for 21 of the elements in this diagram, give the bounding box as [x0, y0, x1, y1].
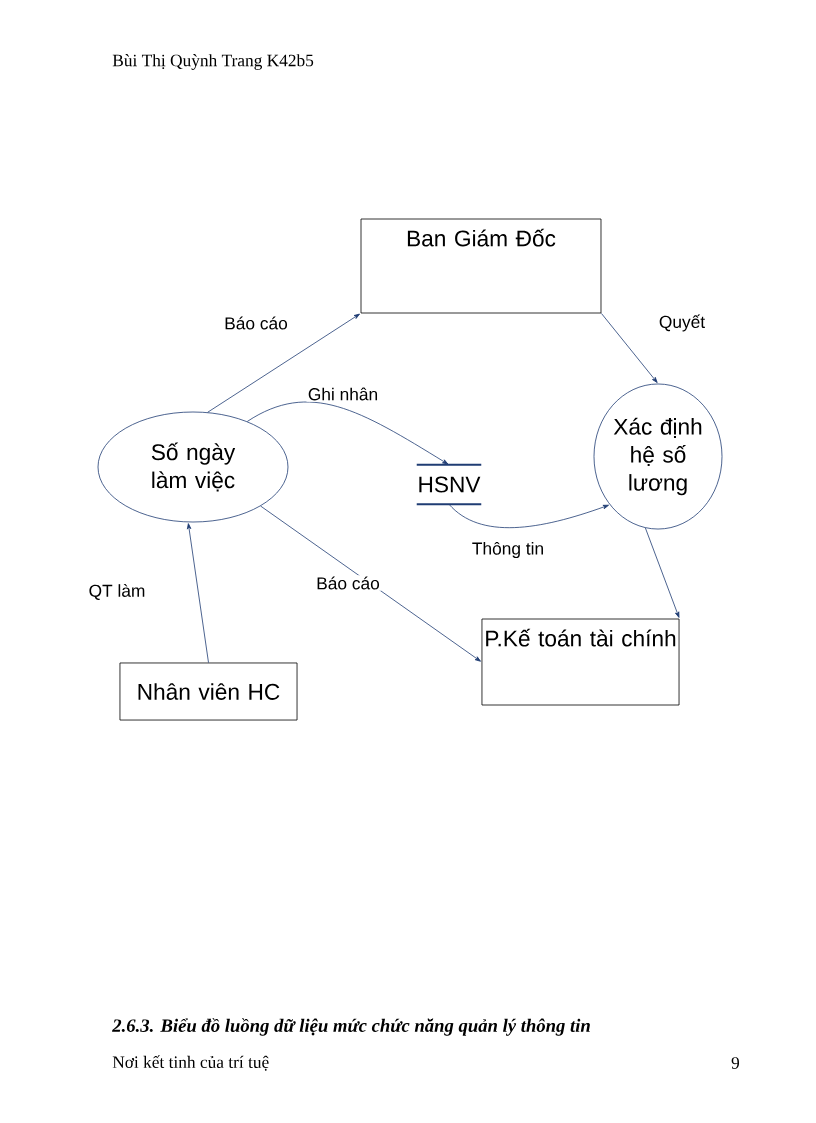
edge-label: QT làm [89, 584, 145, 601]
page-number: 9 [731, 1057, 739, 1069]
process-box: P.Kế toán tài chính [481, 618, 680, 706]
arrow [645, 527, 680, 618]
edge-label: Thông tin [472, 541, 543, 559]
edge-label: Báo cáo [317, 576, 380, 590]
arrow [260, 505, 481, 662]
caption: 2.6.3. Biểu đồ luồng dữ liệu mức chức năng quản lý thông tin [112, 1018, 590, 1036]
arrow [246, 401, 449, 465]
process-box: Ban Giám Đốc [360, 218, 602, 314]
arrow [601, 313, 658, 383]
data-store: HSNV [415, 463, 483, 506]
page-footer: Nơi kết tinh của trí tuệ [112, 1055, 269, 1071]
arrow [448, 503, 609, 528]
edge-label: Báo cáo [225, 316, 288, 330]
process-box: Nhân viên HC [119, 662, 298, 721]
arrow [207, 313, 360, 413]
arrow [186, 523, 209, 663]
edge-label: Ghi nhân [308, 387, 377, 401]
page-header: Bùi Thị Quỳnh Trang K42b5 [112, 54, 314, 70]
edge-label: Quyết [659, 314, 705, 332]
